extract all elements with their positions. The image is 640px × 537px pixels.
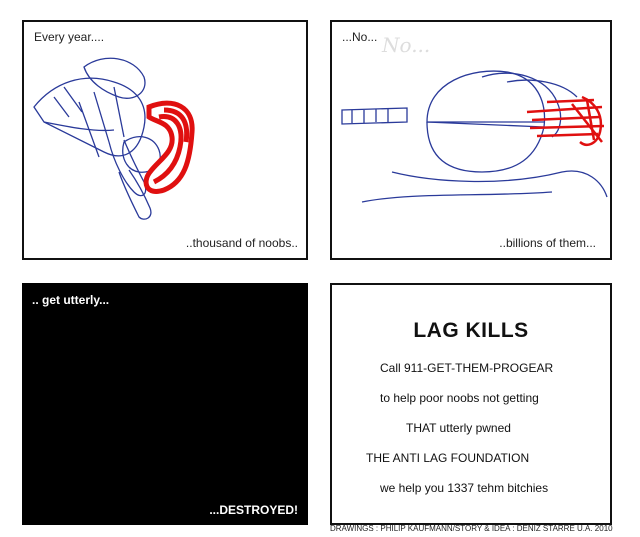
svg-text:No...: No... <box>381 33 430 57</box>
credits-footer: DRAWINGS : PHILIP KAUFMANN/STORY & IDEA … <box>330 524 613 533</box>
comic-panel-3: .. get utterly... ...DESTROYED! <box>22 283 308 525</box>
ad-line-pwned: THAT utterly pwned <box>406 421 511 435</box>
comic-panel-2: No... ...No... ..billions of them... <box>330 20 612 260</box>
caption-top: Every year.... <box>34 30 105 44</box>
caption-top: ...No... <box>342 30 378 44</box>
drawing-soldiers-helmets: No... <box>341 33 608 203</box>
comic-panel-4-ad: LAG KILLS Call 911-GET-THEM-PROGEAR to h… <box>330 283 612 525</box>
caption-bottom: ..thousand of noobs.. <box>185 236 298 250</box>
comic-panel-1: Every year.... ..thousand of noobs.. <box>22 20 308 260</box>
caption-top: .. get utterly... <box>32 293 110 307</box>
ad-line-help: to help poor noobs not getting <box>380 391 539 405</box>
caption-bottom: ...DESTROYED! <box>209 503 298 517</box>
drawing-fallen-soldier <box>33 57 195 220</box>
ad-title: LAG KILLS <box>413 319 529 342</box>
ad-line-slogan: we help you 1337 tehm bitchies <box>380 481 549 495</box>
caption-bottom: ..billions of them... <box>499 236 596 250</box>
ad-line-phone: Call 911-GET-THEM-PROGEAR <box>380 361 554 375</box>
ad-line-foundation: THE ANTI LAG FOUNDATION <box>366 451 530 465</box>
